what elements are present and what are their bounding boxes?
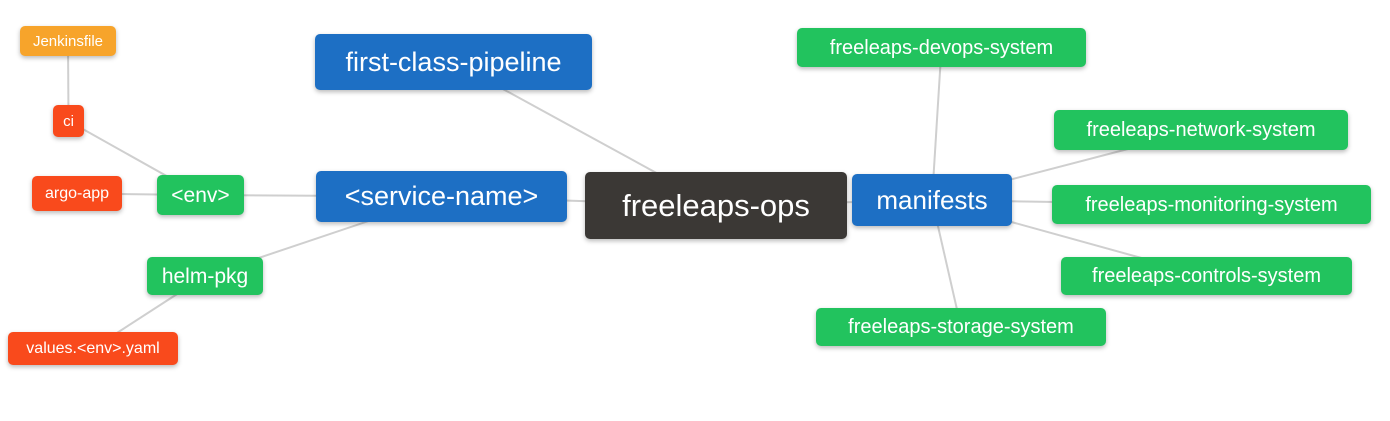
node-argo-app[interactable]: argo-app bbox=[32, 176, 122, 211]
node-helm-pkg[interactable]: helm-pkg bbox=[147, 257, 263, 295]
node-freeleaps-devops-system[interactable]: freeleaps-devops-system bbox=[797, 28, 1086, 67]
node-freeleaps-monitoring-system[interactable]: freeleaps-monitoring-system bbox=[1052, 185, 1371, 224]
node-first-class-pipeline[interactable]: first-class-pipeline bbox=[315, 34, 592, 90]
node-ci[interactable]: ci bbox=[53, 105, 84, 137]
node-freeleaps-controls-system[interactable]: freeleaps-controls-system bbox=[1061, 257, 1352, 295]
node-manifests[interactable]: manifests bbox=[852, 174, 1012, 226]
node-values-env-yaml[interactable]: values.<env>.yaml bbox=[8, 332, 178, 365]
node-jenkinsfile[interactable]: Jenkinsfile bbox=[20, 26, 116, 56]
node-freeleaps-network-system[interactable]: freeleaps-network-system bbox=[1054, 110, 1348, 150]
node-freeleaps-storage-system[interactable]: freeleaps-storage-system bbox=[816, 308, 1106, 346]
node-env[interactable]: <env> bbox=[157, 175, 244, 215]
node-freeleaps-ops[interactable]: freeleaps-ops bbox=[585, 172, 847, 239]
node-service-name[interactable]: <service-name> bbox=[316, 171, 567, 222]
